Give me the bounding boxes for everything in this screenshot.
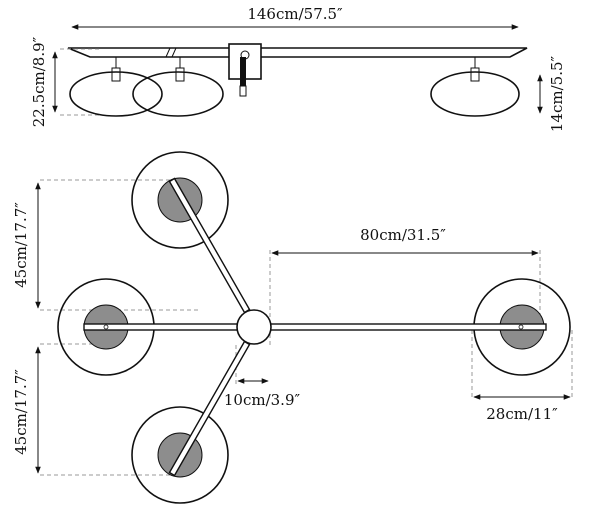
- top-view: 80cm/31.5″ 45cm/17.7″ 45cm/17.7″ 10cm/3.…: [12, 151, 573, 504]
- arm-right: [269, 323, 547, 331]
- arm-length-label: 80cm/31.5″: [360, 226, 446, 244]
- side-view: 146cm/57.5″ 22.5cm/8.9″: [30, 5, 566, 132]
- center-stem: [240, 57, 246, 87]
- side-ring-3: [430, 57, 520, 117]
- height-label: 22.5cm/8.9″: [30, 36, 48, 127]
- hub-diameter-label: 10cm/3.9″: [224, 391, 301, 409]
- arm-left: [83, 323, 241, 331]
- ceiling-bar: [67, 47, 528, 58]
- stem-tip: [239, 85, 247, 97]
- side-ring-2: [132, 57, 224, 117]
- bar-joint: [165, 47, 171, 58]
- side-ring-1: [69, 57, 163, 117]
- upper-spacing-label: 45cm/17.7″: [12, 202, 30, 288]
- shade-diameter-label: 28cm/11″: [486, 405, 558, 423]
- lower-spacing-label: 45cm/17.7″: [12, 369, 30, 455]
- center-hub: [236, 309, 272, 345]
- overall-length-label: 146cm/57.5″: [247, 5, 343, 23]
- ring-height-label: 14cm/5.5″: [548, 55, 566, 132]
- arm-upper: [168, 177, 251, 314]
- bar-joint-2: [171, 47, 177, 58]
